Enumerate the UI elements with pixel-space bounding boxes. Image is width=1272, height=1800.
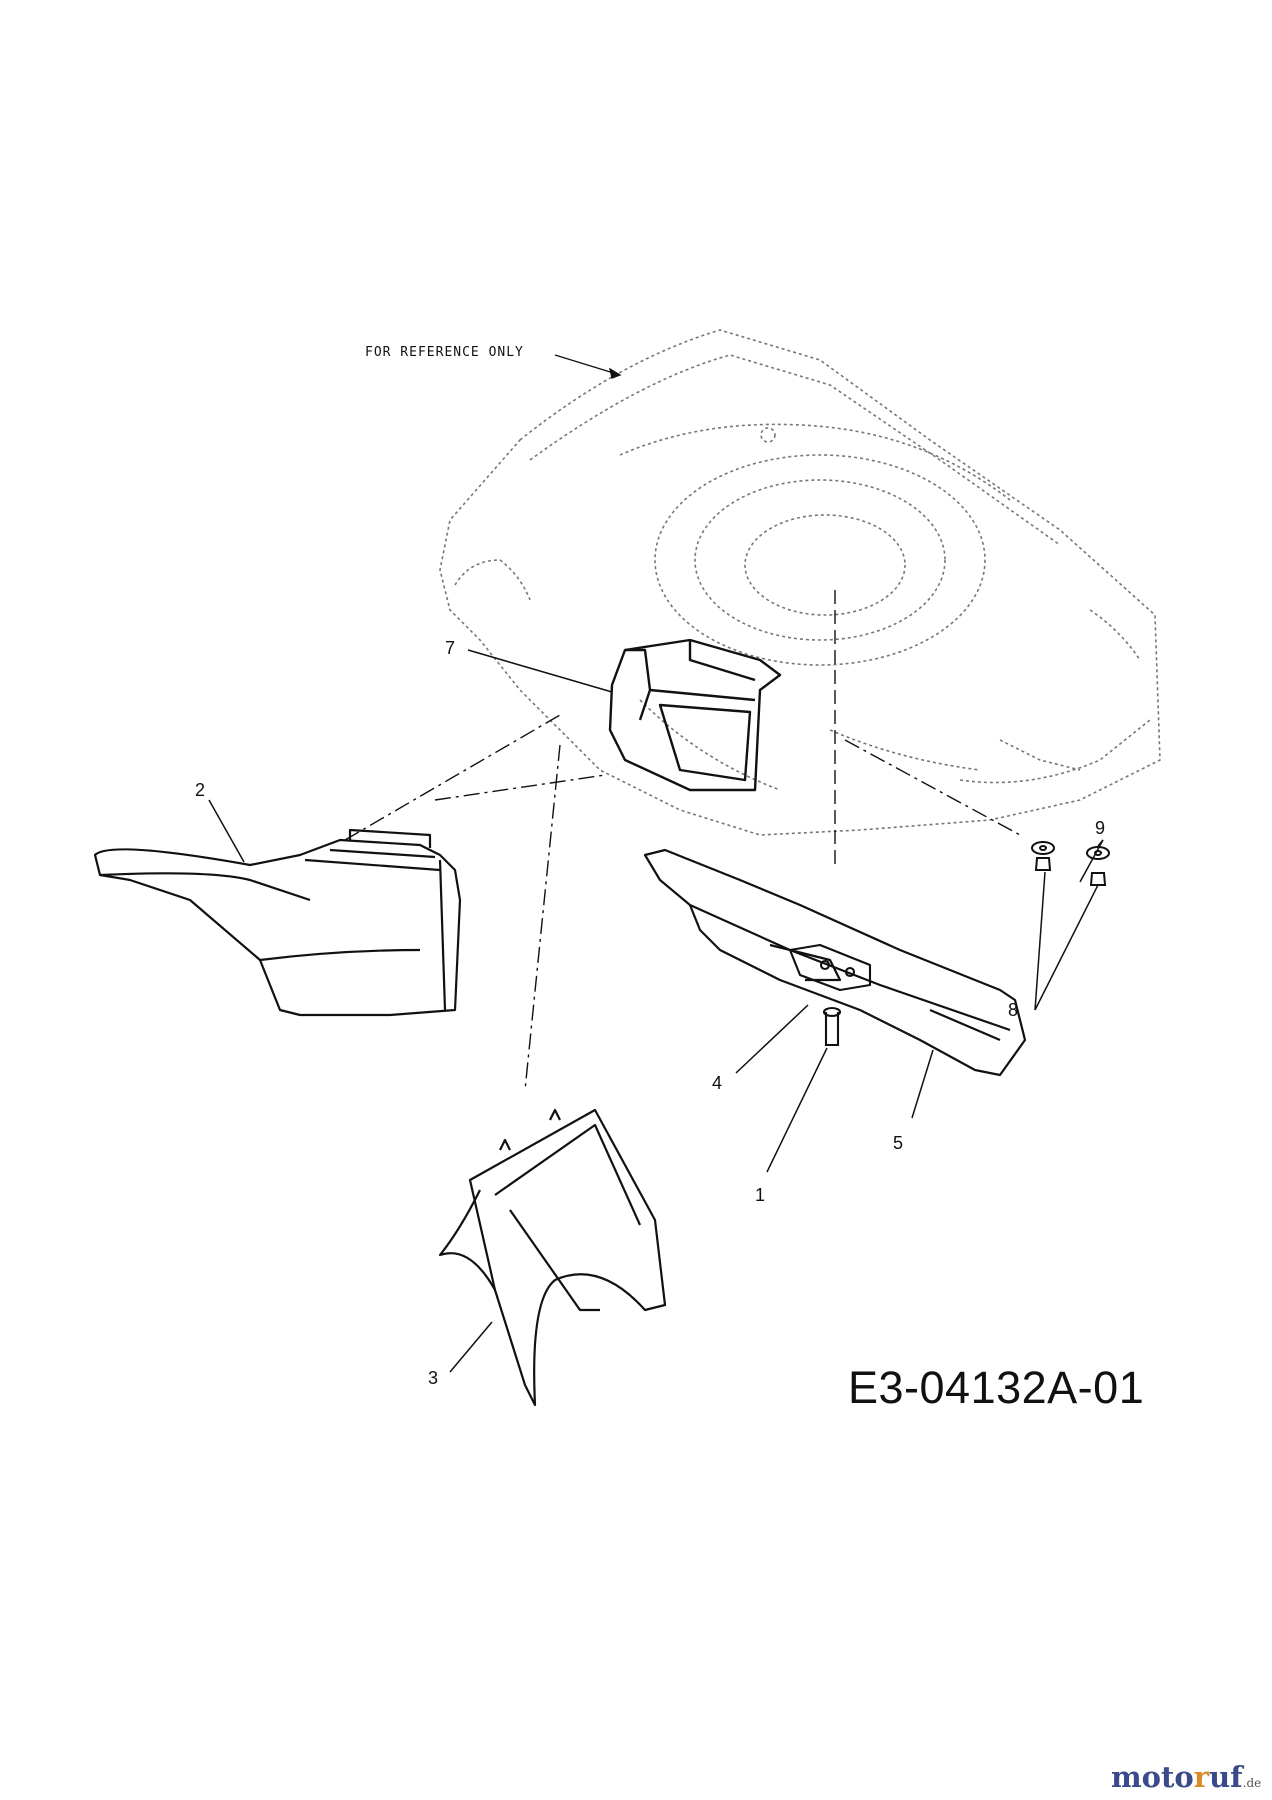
part-5-blade [643, 848, 1027, 1077]
watermark-name-start: moto [1111, 1760, 1194, 1794]
watermark-name-r: r [1193, 1760, 1210, 1794]
reference-note: FOR REFERENCE ONLY [365, 345, 524, 360]
callout-9: 9 [1095, 818, 1106, 838]
reference-arrow [554, 354, 622, 379]
part-3-rear-chute [438, 1108, 667, 1407]
callout-8: 8 [1008, 1000, 1019, 1020]
part-2-side-chute [93, 828, 462, 1017]
watermark-suffix: .de [1242, 1776, 1262, 1790]
callout-3: 3 [428, 1368, 439, 1388]
callout-4: 4 [712, 1073, 723, 1093]
callout-5: 5 [893, 1133, 904, 1153]
assembly-lines [344, 714, 1021, 1091]
part-4-blade-adapter [788, 943, 872, 992]
callout-1: 1 [755, 1185, 766, 1205]
part-1-bolt [822, 1006, 842, 1047]
parts-8-9-hardware [1031, 841, 1110, 886]
callout-7: 7 [445, 638, 456, 658]
watermark-logo: motoruf.de [1111, 1760, 1261, 1794]
drawing-number: E3-04132A-01 [848, 1362, 1145, 1413]
callout-2: 2 [195, 780, 206, 800]
part-7-rear-flap [608, 638, 782, 792]
watermark-name-end: uf [1209, 1760, 1243, 1794]
leader-lines [208, 649, 1104, 1373]
mower-deck-reference [439, 329, 1161, 836]
